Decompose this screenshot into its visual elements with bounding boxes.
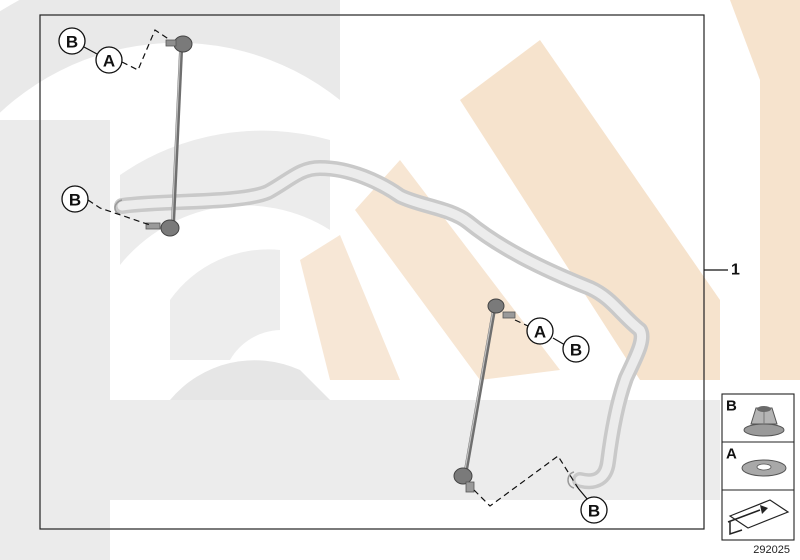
watermark-peach-stripe-4 [730,0,800,380]
legend-letter: B [726,398,737,415]
part-reference-label: 1 [731,262,740,279]
link-ball-joint-top [487,298,505,314]
leader-bottom-right [577,487,589,501]
link-ball-joint-top [173,35,193,53]
stabilizer-bar-left-end [114,199,123,215]
legend-item-a[interactable]: A [726,446,787,477]
stabilizer-link-left [145,35,193,237]
leader-mid-right-ab [552,337,566,346]
leader-lines [83,29,589,507]
callout-mid-right-a[interactable]: A [526,317,554,345]
link-ball-joint-bottom [160,219,180,237]
legend-item-arrow[interactable] [727,499,790,536]
svg-text:A: A [534,323,546,342]
link-rod [464,309,496,471]
diagram-frame [39,14,705,530]
stabilizer-link-right [453,298,516,493]
watermark-ring-inner [170,249,280,360]
callout-top-left-b[interactable]: B [58,27,86,55]
link-rod-highlight [464,309,494,471]
part-reference-1[interactable]: 1 [704,262,740,279]
stabilizer-bar [114,160,650,490]
legend: B A [721,393,795,541]
flange-nut-icon [743,406,785,437]
leader-top-left [121,29,171,71]
link-rod [171,51,183,225]
leader-bottom-right-dash [473,455,579,507]
stabilizer-bar-right-end [567,471,575,489]
svg-text:B: B [66,33,78,52]
link-rod-highlight [171,51,181,225]
svg-text:B: B [588,502,600,521]
legend-letter: A [726,446,737,463]
svg-text:B: B [69,191,81,210]
page-arrow-icon [727,499,790,536]
link-ball-joint-bottom [453,467,473,485]
callout-mid-right-b[interactable]: B [562,335,590,363]
callout-top-left-a[interactable]: A [95,46,123,74]
watermark-peach-stripe-1 [460,40,720,380]
callout-mid-left-b[interactable]: B [61,185,89,213]
legend-item-b[interactable]: B [726,398,785,437]
leader-mid-right [514,319,529,327]
stabilizer-bar-highlight [117,163,646,486]
link-stud-bottom [145,222,161,230]
watermark-ring-small [170,360,330,400]
link-stud-top [502,311,516,319]
washer-icon [741,459,787,477]
watermark-ring-outer [0,0,340,113]
watermark-peach-stripe-2 [355,160,560,380]
leader-mid-left [87,199,151,226]
svg-text:B: B [570,341,582,360]
callout-bottom-right-b[interactable]: B [580,496,608,524]
link-stud-bottom [465,481,475,493]
watermark-peach-stripe-3 [300,235,400,380]
diagram-number: 292025 [753,544,790,556]
leader-top-left-ab [83,46,98,55]
svg-text:A: A [103,52,115,71]
link-stud-top [165,39,177,47]
